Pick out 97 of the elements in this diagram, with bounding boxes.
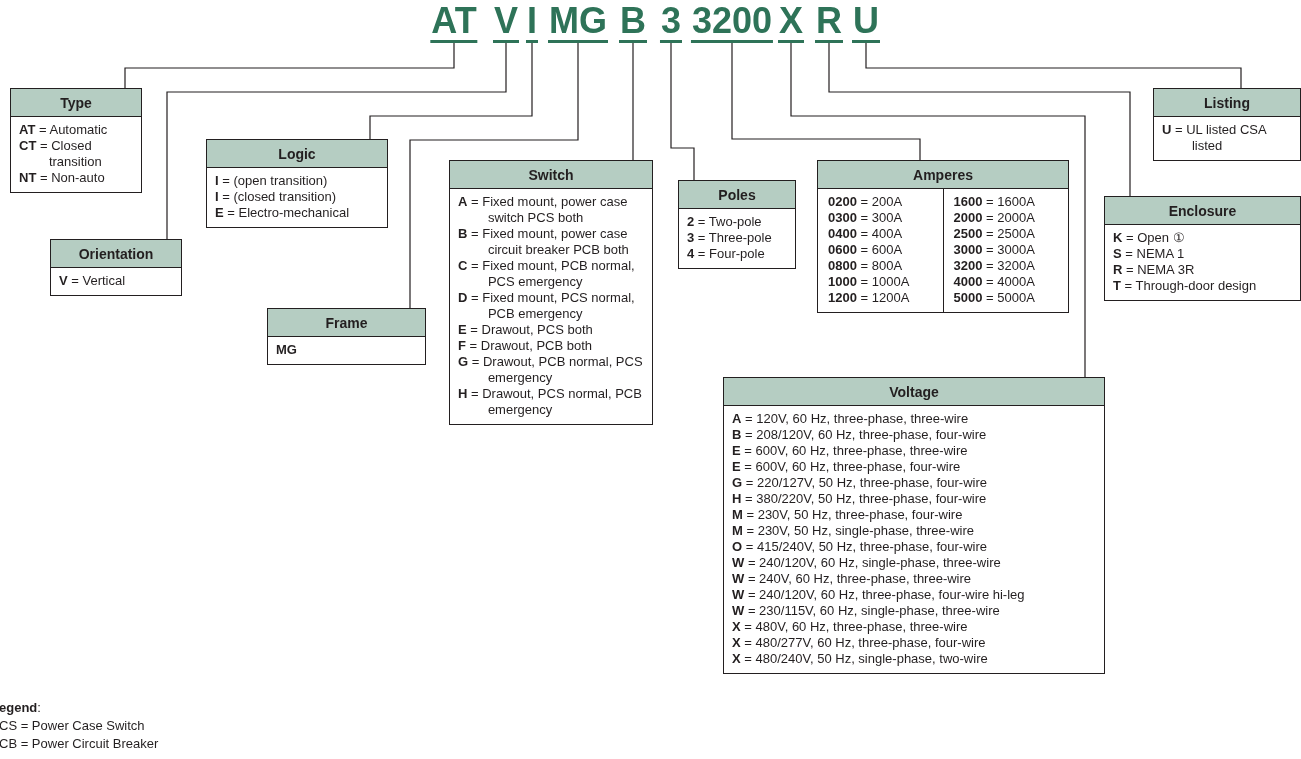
code-segment: I: [526, 2, 538, 43]
code-entry: W = 240/120V, 60 Hz, three-phase, four-wire hi-leg: [732, 587, 1026, 603]
code-entry: B = Fixed mount, power case circuit breaker PCB both: [458, 226, 630, 258]
code-entry: CT = Closed transition: [19, 138, 103, 170]
code-entry: B = 208/120V, 60 Hz, three-phase, four-wire: [732, 427, 988, 443]
code-entry: 0600 = 600A: [828, 242, 904, 258]
connector-line: [790, 42, 1086, 378]
table-heading: Poles: [679, 181, 795, 209]
code-entry: E = 600V, 60 Hz, three-phase, four-wire: [732, 459, 962, 475]
code-entry: 1600 = 1600A: [953, 194, 1036, 210]
code-entry: 2 = Two-pole: [687, 214, 763, 230]
code-entry: M = 230V, 50 Hz, three-phase, four-wire: [732, 507, 964, 523]
code-entry: V = Vertical: [59, 273, 127, 289]
code-entry: G = 220/127V, 50 Hz, three-phase, four-wire: [732, 475, 988, 491]
connector-line: [670, 42, 695, 181]
legend-note: CB = Power Circuit Breaker: [0, 736, 159, 752]
table-heading: Listing: [1154, 89, 1300, 117]
code-entry: 1000 = 1000A: [828, 274, 911, 290]
code-entry: I = (closed transition): [215, 189, 338, 205]
table-heading: Switch: [450, 161, 652, 189]
code-entry: 0200 = 200A: [828, 194, 904, 210]
code-table: [723, 377, 1105, 674]
code-segment: V: [493, 2, 519, 43]
code-entry: 4 = Four-pole: [687, 246, 766, 262]
connector-line: [369, 42, 533, 140]
code-entry: 3000 = 3000A: [953, 242, 1036, 258]
connector-line: [124, 42, 455, 89]
code-entry: D = Fixed mount, PCS normal, PCB emergency: [458, 290, 636, 322]
code-entry: E = Electro-mechanical: [215, 205, 351, 221]
code-entry: NT = Non-auto: [19, 170, 106, 186]
table-heading: Orientation: [51, 240, 181, 268]
code-entry: I = (open transition): [215, 173, 329, 189]
code-entry: 2000 = 2000A: [953, 210, 1036, 226]
code-segment: MG: [548, 2, 608, 43]
code-entry: G = Drawout, PCB normal, PCS emergency: [458, 354, 644, 386]
code-entry: 0400 = 400A: [828, 226, 904, 242]
code-entry: W = 240V, 60 Hz, three-phase, three-wire: [732, 571, 973, 587]
code-segment: B: [619, 2, 647, 43]
code-entry: A = 120V, 60 Hz, three-phase, three-wire: [732, 411, 970, 427]
connector-line: [632, 42, 634, 161]
table-heading: Enclosure: [1105, 197, 1300, 225]
code-entry: T = Through-door design: [1113, 278, 1258, 294]
code-entry: E = Drawout, PCS both: [458, 322, 594, 338]
code-table: [267, 308, 426, 365]
code-entry: W = 240/120V, 60 Hz, single-phase, three-wire: [732, 555, 1002, 571]
legend-note: CS = Power Case Switch: [0, 718, 145, 734]
code-entry: 5000 = 5000A: [953, 290, 1036, 306]
code-segment: U: [852, 2, 880, 43]
code-table: [1153, 88, 1301, 161]
code-entry: H = 380/220V, 50 Hz, three-phase, four-wire: [732, 491, 988, 507]
code-entry: X = 480/277V, 60 Hz, three-phase, four-wire: [732, 635, 987, 651]
code-segment: X: [778, 2, 804, 43]
connector-line: [409, 42, 579, 309]
code-entry: K = Open ①: [1113, 230, 1186, 246]
code-entry: MG: [276, 342, 298, 358]
connector-line: [731, 42, 921, 161]
code-entry: 3 = Three-pole: [687, 230, 773, 246]
code-entry: W = 230/115V, 60 Hz, single-phase, three-wire: [732, 603, 1001, 619]
code-segment: 3: [660, 2, 682, 43]
code-entry: 0800 = 800A: [828, 258, 904, 274]
code-entry: S = NEMA 1: [1113, 246, 1186, 262]
code-entry: M = 230V, 50 Hz, single-phase, three-wire: [732, 523, 975, 539]
code-entry: H = Drawout, PCS normal, PCB emergency: [458, 386, 643, 418]
legend-heading: egend:: [0, 700, 41, 716]
code-entry: C = Fixed mount, PCB normal, PCS emergency: [458, 258, 636, 290]
code-segment: R: [815, 2, 843, 43]
code-table: [50, 239, 182, 296]
code-entry: 3200 = 3200A: [953, 258, 1036, 274]
code-table: [206, 139, 388, 228]
code-table: [10, 88, 142, 193]
connector-line: [865, 42, 1242, 89]
code-table: [449, 160, 653, 425]
code-entry: 4000 = 4000A: [953, 274, 1036, 290]
code-entry: A = Fixed mount, power case switch PCS both: [458, 194, 629, 226]
connector-line: [166, 42, 507, 240]
code-table: [678, 180, 796, 269]
table-heading: Logic: [207, 140, 387, 168]
code-entry: U = UL listed CSA listed: [1162, 122, 1268, 154]
code-entry: AT = Automatic: [19, 122, 109, 138]
connector-line: [828, 42, 1131, 197]
code-entry: X = 480/240V, 50 Hz, single-phase, two-wire: [732, 651, 989, 667]
code-entry: R = NEMA 3R: [1113, 262, 1196, 278]
code-entry: X = 480V, 60 Hz, three-phase, three-wire: [732, 619, 969, 635]
code-entry: O = 415/240V, 50 Hz, three-phase, four-wire: [732, 539, 988, 555]
code-entry: 0300 = 300A: [828, 210, 904, 226]
code-table: [1104, 196, 1301, 301]
table-heading: Frame: [268, 309, 425, 337]
code-segment: AT: [430, 2, 478, 43]
code-entry: E = 600V, 60 Hz, three-phase, three-wire: [732, 443, 969, 459]
table-heading: Amperes: [818, 161, 1068, 189]
code-segment: 3200: [690, 2, 774, 43]
table-heading: Voltage: [724, 378, 1104, 406]
code-table: [817, 160, 1069, 313]
code-entry: 1200 = 1200A: [828, 290, 911, 306]
table-heading: Type: [11, 89, 141, 117]
code-entry: F = Drawout, PCB both: [458, 338, 594, 354]
code-entry: 2500 = 2500A: [953, 226, 1036, 242]
